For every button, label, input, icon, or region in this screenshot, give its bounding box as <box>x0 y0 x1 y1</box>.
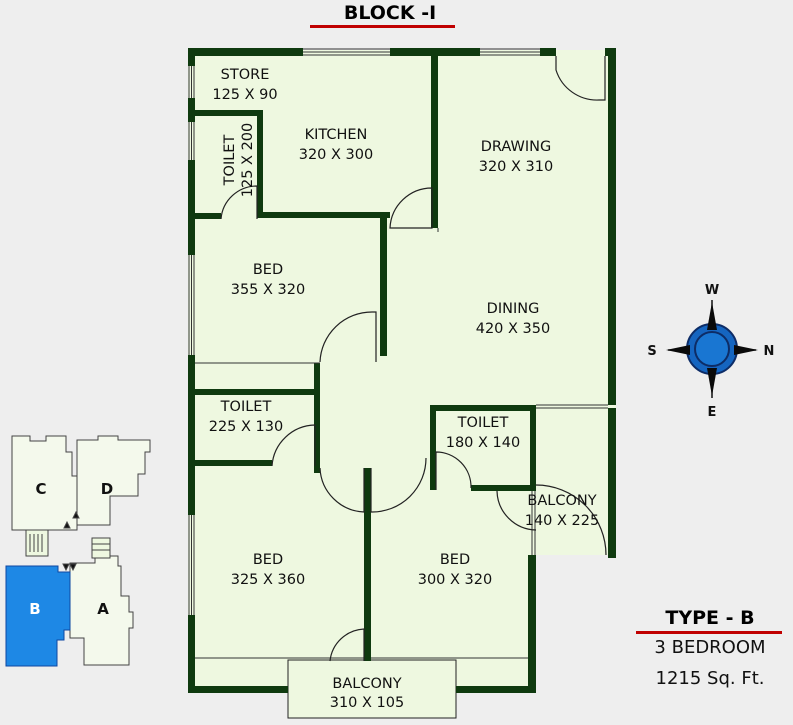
compass-east: E <box>708 405 717 420</box>
bed-1-name: BED <box>253 262 283 278</box>
toilet-kitchen-name: TOILET <box>222 135 238 187</box>
walls <box>188 48 616 693</box>
drawing-name: DRAWING <box>481 139 551 155</box>
toilet-3-name: TOILET <box>457 415 509 431</box>
bed-2-name: BED <box>253 552 283 568</box>
compass-north: N <box>764 344 775 359</box>
drawing-dims: 320 X 310 <box>479 159 554 175</box>
door-swings <box>220 56 607 662</box>
type-title: TYPE - B <box>665 607 755 629</box>
balcony-side-dims: 140 X 225 <box>525 513 600 529</box>
balcony-bottom-dims: 310 X 105 <box>330 695 405 711</box>
key-block-c: C <box>35 480 46 498</box>
compass: W E S N <box>647 283 774 420</box>
title-underline <box>310 25 455 28</box>
dining-name: DINING <box>487 301 540 317</box>
store-name: STORE <box>221 67 270 83</box>
key-block-d: D <box>101 480 113 498</box>
kitchen-name: KITCHEN <box>305 127 368 143</box>
type-area: 1215 Sq. Ft. <box>655 668 765 689</box>
compass-south: S <box>647 344 656 359</box>
key-block-b: B <box>29 600 40 618</box>
toilet-2-name: TOILET <box>220 399 272 415</box>
kitchen-dims: 320 X 300 <box>299 147 374 163</box>
key-plan: C D B A <box>5 435 151 667</box>
compass-west: W <box>705 283 719 298</box>
balcony-bottom-name: BALCONY <box>332 676 401 692</box>
room-labels: STORE 125 X 90 KITCHEN 320 X 300 TOILET … <box>209 67 600 711</box>
dining-dims: 420 X 350 <box>476 321 551 337</box>
thin-lines <box>188 48 608 659</box>
bed-3-name: BED <box>440 552 470 568</box>
block-title: BLOCK -I <box>343 2 437 24</box>
toilet-kitchen-dims: 125 X 200 <box>240 123 256 198</box>
bed-2-dims: 325 X 360 <box>231 572 306 588</box>
toilet-3-dims: 180 X 140 <box>446 435 521 451</box>
bed-3-dims: 300 X 320 <box>418 572 493 588</box>
type-bedrooms: 3 BEDROOM <box>654 637 766 658</box>
toilet-2-dims: 225 X 130 <box>209 419 284 435</box>
balcony-side-name: BALCONY <box>527 493 596 509</box>
store-dims: 125 X 90 <box>212 87 277 103</box>
type-underline <box>636 631 782 634</box>
bed-1-dims: 355 X 320 <box>231 282 306 298</box>
key-block-a: A <box>97 600 109 618</box>
